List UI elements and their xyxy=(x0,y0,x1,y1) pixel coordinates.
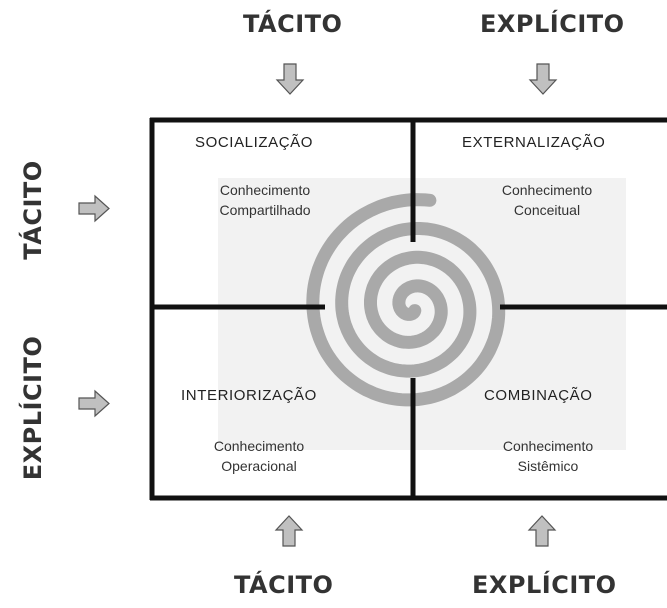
bottom-label-tacit: TÁCITO xyxy=(234,571,334,599)
desc-line: Sistêmico xyxy=(517,458,579,474)
quadrant-desc-combination: Conhecimento Sistêmico xyxy=(479,436,617,476)
arrow-down-icon xyxy=(275,63,305,95)
arrow-up-icon xyxy=(274,515,304,547)
quadrant-title-internalization: INTERIORIZAÇÃO xyxy=(181,387,317,404)
arrow-up-icon xyxy=(527,515,557,547)
desc-line: Compartilhado xyxy=(219,202,311,218)
side-label-tacit: TÁCITO xyxy=(19,160,47,260)
desc-line: Conhecimento xyxy=(219,182,311,198)
desc-line: Conhecimento xyxy=(502,438,594,454)
desc-line: Conhecimento xyxy=(501,182,593,198)
quadrant-desc-externalization: Conhecimento Conceitual xyxy=(478,180,616,220)
quadrant-grid xyxy=(149,117,667,501)
quadrant-title-externalization: EXTERNALIZAÇÃO xyxy=(462,134,606,151)
desc-line: Conhecimento xyxy=(213,438,305,454)
arrow-right-icon xyxy=(78,194,110,223)
quadrant-title-combination: COMBINAÇÃO xyxy=(484,387,593,404)
knowledge-spiral xyxy=(306,193,506,407)
arrow-down-icon xyxy=(528,63,558,95)
quadrant-desc-internalization: Conhecimento Operacional xyxy=(190,436,328,476)
quadrant-desc-socialization: Conhecimento Compartilhado xyxy=(196,180,334,220)
top-label-tacit: TÁCITO xyxy=(243,10,343,38)
top-label-explicit: EXPLÍCITO xyxy=(480,10,625,38)
side-label-explicit: EXPLÍCITO xyxy=(19,335,47,481)
bottom-label-explicit: EXPLÍCITO xyxy=(472,571,617,599)
desc-line: Conceitual xyxy=(513,202,581,218)
quadrant-title-socialization: SOCIALIZAÇÃO xyxy=(195,134,314,151)
desc-line: Operacional xyxy=(221,458,297,474)
arrow-right-icon xyxy=(78,389,110,418)
